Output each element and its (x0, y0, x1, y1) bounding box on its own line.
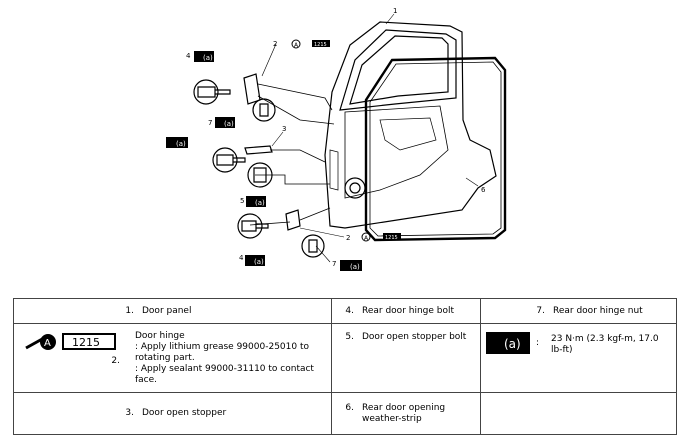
legend-label-door-hinge: Door hinge (135, 331, 185, 341)
callout-6: 6 (481, 186, 486, 194)
callout-4-bottom: 4 (239, 254, 244, 262)
legend-label-door-panel: Door panel (142, 305, 192, 316)
door-panel-outline (324, 21, 497, 229)
svg-text:(a): (a) (224, 120, 234, 128)
grease-sealant-icon: A 1215 (25, 333, 116, 350)
legend-note: : Apply sealant 99000-31110 to contact (135, 364, 314, 374)
callout-3: 3 (282, 125, 286, 133)
svg-text:(a): (a) (254, 258, 264, 266)
lower-hinge-shape (285, 209, 301, 231)
legend-cell-empty (480, 392, 677, 435)
legend-number: 3. (125, 408, 134, 418)
callout-4-top: 4 (186, 52, 191, 60)
legend-label-weather-strip: weather-strip (362, 413, 422, 424)
svg-text:A: A (294, 42, 299, 49)
svg-text:(a): (a) (255, 199, 265, 207)
legend-label-hinge-bolt: Rear door hinge bolt (362, 305, 455, 316)
legend-row: 3. Door open stopper 6. Rear door opening… (13, 392, 677, 435)
callout-2-bottom: 2 (346, 234, 350, 242)
legend-note: rotating part. (135, 353, 195, 363)
parts-legend-table: 1. Door panel 4. Rear door hinge bolt 7. Re… (13, 298, 677, 435)
grease-sealant-icon: A 1215 (291, 39, 330, 49)
callout-7-bottom: 7 (332, 260, 336, 268)
legend-cell-4: 4. Rear door hinge bolt (331, 298, 481, 324)
torque-symbol-icon: (a) (194, 51, 214, 62)
legend-cell-2: A 1215 2. Door hinge : Apply lithium gre… (13, 323, 332, 393)
legend-number: 5. (345, 332, 354, 342)
torque-symbol-icon: (a) (246, 196, 266, 207)
legend-note: face. (135, 375, 158, 385)
torque-symbol-icon: (a) (166, 137, 188, 148)
torque-symbol-icon: (a) (245, 255, 265, 266)
callout-2-top: 2 (273, 40, 277, 48)
legend-number: 1. (125, 305, 134, 316)
torque-symbol-icon: (a) (340, 260, 362, 271)
legend-cell-7: 7. Rear door hinge nut (480, 298, 677, 324)
callout-5: 5 (240, 197, 244, 205)
svg-text:1215: 1215 (314, 42, 327, 48)
torque-symbol-icon: (a) (215, 117, 235, 128)
upper-hinge-shape (243, 73, 261, 105)
legend-row: 1. Door panel 4. Rear door hinge bolt 7. Re… (13, 298, 677, 324)
legend-cell-6: 6. Rear door opening weather-strip (331, 392, 481, 435)
legend-label-weather-strip: Rear door opening (362, 402, 446, 413)
legend-cell-3: 3. Door open stopper (13, 392, 332, 435)
callout-1: 1 (393, 7, 397, 15)
grease-sealant-icon: A 1215 (361, 232, 401, 242)
torque-value: 23 N·m (2.3 kgf-m, 17.0 (551, 334, 659, 344)
svg-text:(a): (a) (203, 54, 213, 62)
svg-text:(a): (a) (176, 140, 186, 148)
legend-label-stopper-bolt: Door open stopper bolt (362, 332, 467, 342)
legend-number: 7. (536, 305, 545, 316)
legend-note: : Apply lithium grease 99000-25010 to (135, 342, 309, 352)
legend-cell-1: 1. Door panel (13, 298, 332, 324)
svg-text:1215: 1215 (385, 235, 398, 241)
legend-cell-torque: (a) : 23 N·m (2.3 kgf-m, 17.0 lb-ft) (480, 323, 677, 393)
legend-number: 6. (345, 402, 354, 413)
torque-value-unit: lb-ft) (551, 345, 573, 355)
svg-text:1215: 1215 (72, 336, 100, 349)
legend-label-hinge-nut: Rear door hinge nut (553, 305, 643, 316)
weather-strip-outline (364, 56, 507, 242)
legend-number: 4. (345, 305, 354, 316)
torque-colon: : (536, 338, 540, 348)
legend-row: A 1215 2. Door hinge : Apply lithium gre… (13, 323, 677, 393)
exploded-door-diagram: 1 2 2 3 4 4 5 6 7 7 (a) (a) (a) (a) (a) … (166, 7, 507, 271)
torque-symbol-icon: (a) (486, 332, 530, 354)
legend-number: 2. (111, 356, 120, 366)
svg-text:(a): (a) (350, 263, 360, 271)
svg-text:A: A (44, 338, 51, 349)
legend-cell-5: 5. Door open stopper bolt (331, 323, 481, 393)
svg-text:(a): (a) (504, 337, 521, 351)
svg-text:A: A (364, 235, 369, 242)
callout-7-top: 7 (208, 119, 212, 127)
legend-label-door-stopper: Door open stopper (142, 408, 227, 418)
